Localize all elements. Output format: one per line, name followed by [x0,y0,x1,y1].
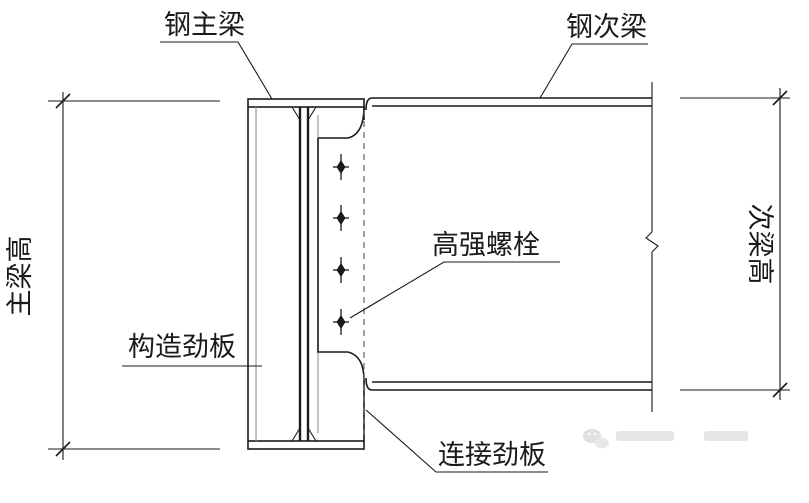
watermark [583,429,748,449]
bolt-marker [333,309,349,335]
bolt-group [333,154,349,335]
connection-stiffener-label: 连接劲板 [438,440,546,471]
high-strength-bolt-label: 高强螺栓 [432,230,540,261]
main-beam-label: 钢主梁 [164,10,245,41]
leader-lines [122,41,648,473]
wechat-icon [583,429,609,449]
construction-stiffener-label: 构造劲板 [128,332,236,363]
secondary-beam-label: 钢次梁 [566,12,647,43]
main-beam-height-label: 主梁高 [5,236,36,317]
bolt-marker [333,257,349,283]
secondary-beam-height-dimension [680,88,790,400]
main-beam [247,98,365,450]
bolt-marker [333,205,349,231]
secondary-beam [365,82,659,412]
bolt-marker [333,154,349,180]
secondary-beam-height-label: 次梁高 [744,204,775,285]
main-beam-height-dimension [48,92,220,460]
